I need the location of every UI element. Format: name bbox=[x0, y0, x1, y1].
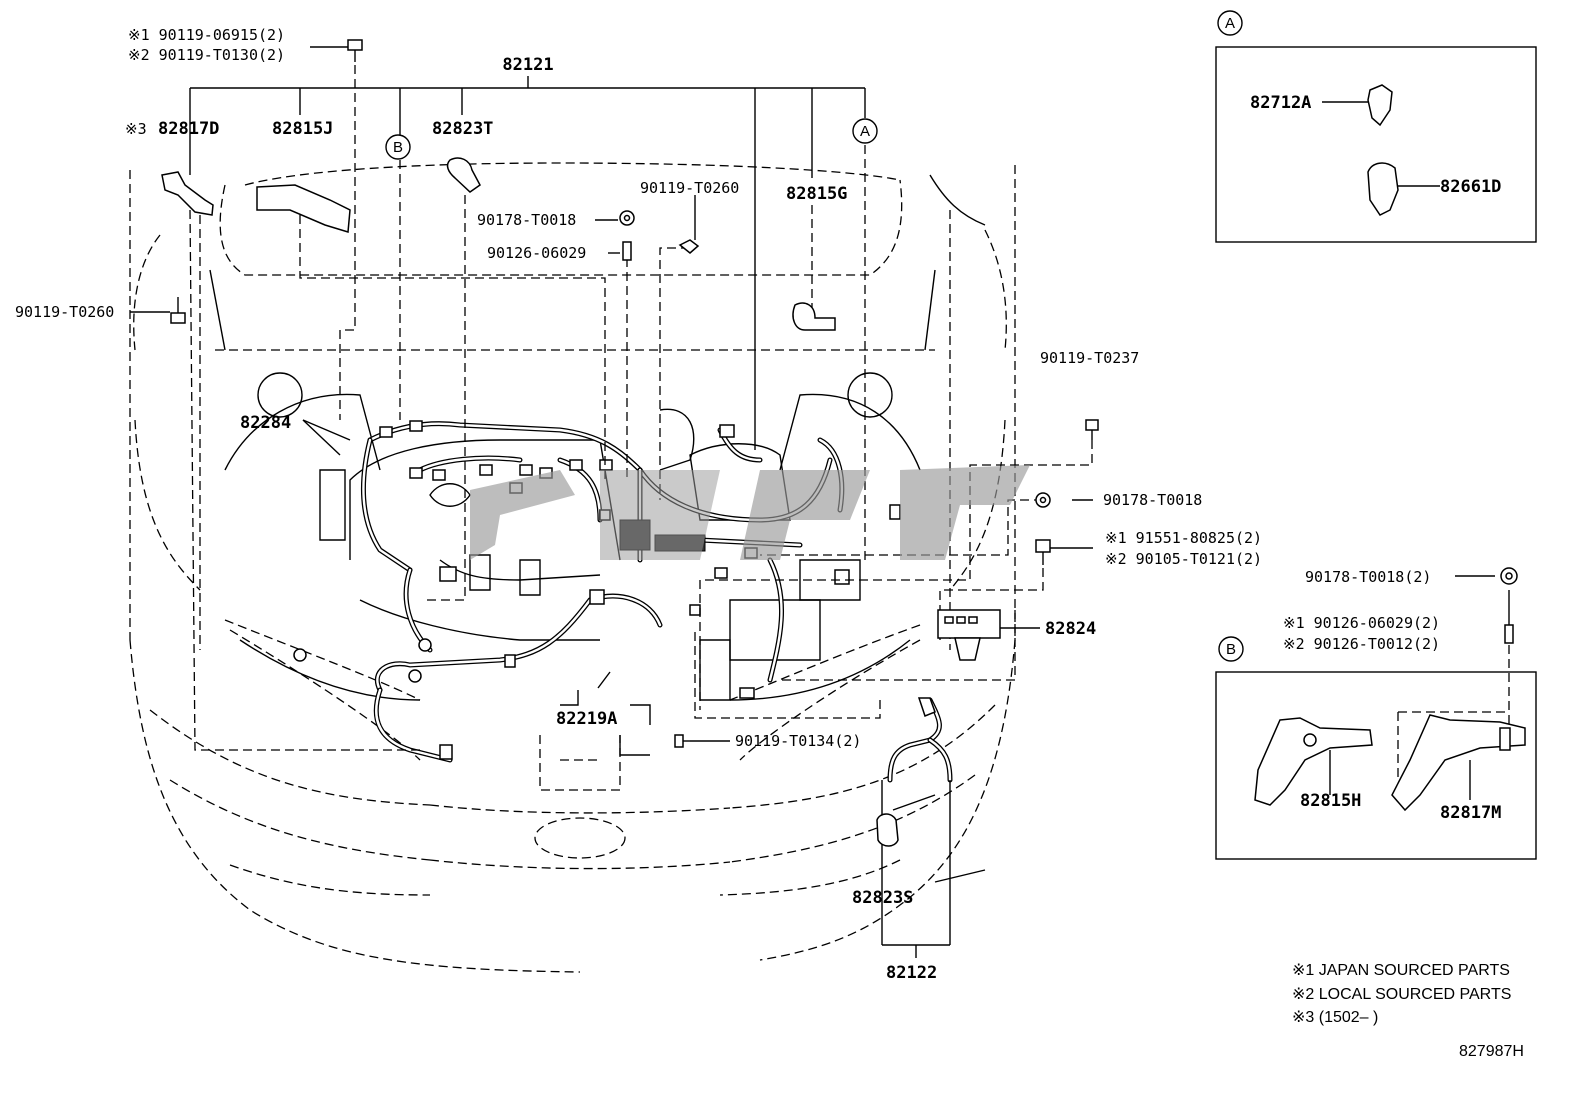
watermark bbox=[470, 465, 1030, 560]
label-82661D: 82661D bbox=[1440, 177, 1501, 197]
figure-id: 827987H bbox=[1459, 1043, 1524, 1060]
label-82815H: 82815H bbox=[1300, 791, 1361, 811]
bolt-mid bbox=[678, 239, 700, 254]
parts bbox=[161, 39, 1099, 847]
label-82817D-mark: ※3 bbox=[125, 120, 147, 138]
bolt-right bbox=[1085, 419, 1099, 440]
label-82284: 82284 bbox=[240, 413, 291, 433]
label-90178-T0018-B: 90178-T0018(2) bbox=[1305, 568, 1431, 586]
legend-notes: ※1 JAPAN SOURCED PARTS ※2 LOCAL SOURCED … bbox=[1292, 962, 1524, 1060]
svg-text:A: A bbox=[860, 123, 870, 140]
bolt-right2 bbox=[1035, 539, 1051, 565]
label-82817M: 82817M bbox=[1440, 803, 1501, 823]
label-82824: 82824 bbox=[1045, 619, 1096, 639]
label-82712A: 82712A bbox=[1250, 93, 1311, 113]
note-japan: ※1 JAPAN SOURCED PARTS bbox=[1292, 962, 1510, 979]
nut-right bbox=[1035, 492, 1051, 508]
harness-82219A bbox=[373, 567, 663, 763]
bolt-top bbox=[347, 39, 363, 62]
harness-82122 bbox=[887, 697, 953, 783]
label-82121: 82121 bbox=[502, 55, 553, 75]
svg-text:A: A bbox=[1225, 15, 1235, 32]
label-90126-T0012-B: ※2 90126-T0012(2) bbox=[1283, 635, 1440, 653]
label-bolt-top-2: ※2 90119-T0130(2) bbox=[128, 46, 285, 64]
label-82122: 82122 bbox=[886, 963, 937, 983]
bolt-left bbox=[170, 297, 186, 324]
label-bolt-top-1: ※1 90119-06915(2) bbox=[128, 26, 285, 44]
label-90126-06029-mid: 90126-06029 bbox=[487, 244, 586, 262]
detail-box-a: A 82712A 82661D bbox=[1215, 10, 1537, 243]
label-90119-T0134: 90119-T0134(2) bbox=[735, 732, 861, 750]
label-90119-T0260-left: 90119-T0260 bbox=[15, 303, 114, 321]
nut-b bbox=[1500, 567, 1518, 585]
nut-mid bbox=[619, 210, 635, 226]
label-91551: ※1 91551-80825(2) bbox=[1105, 529, 1262, 547]
label-90178-T0018-right: 90178-T0018 bbox=[1103, 491, 1202, 509]
leader-lines bbox=[130, 46, 1510, 958]
marker-a: A bbox=[852, 118, 878, 144]
note-local: ※2 LOCAL SOURCED PARTS bbox=[1292, 986, 1511, 1003]
label-90119-T0260-mid: 90119-T0260 bbox=[640, 179, 739, 197]
label-82823T: 82823T bbox=[432, 119, 493, 139]
svg-text:B: B bbox=[1226, 641, 1236, 658]
note-date: ※3 (1502– ) bbox=[1292, 1009, 1378, 1026]
label-90126-06029-B: ※1 90126-06029(2) bbox=[1283, 614, 1440, 632]
label-82815J: 82815J bbox=[272, 119, 333, 139]
label-82823S: 82823S bbox=[852, 888, 913, 908]
label-82817D: 82817D bbox=[158, 119, 219, 139]
label-90119-T0237: 90119-T0237 bbox=[1040, 349, 1139, 367]
bolt-bottom bbox=[674, 734, 690, 748]
detail-box-b: 90178-T0018(2) ※1 90126-06029(2) ※2 9012… bbox=[1215, 567, 1537, 860]
label-90178-T0018-mid: 90178-T0018 bbox=[477, 211, 576, 229]
marker-b: B bbox=[385, 134, 411, 160]
callout-labels: ※1 90119-06915(2) ※2 90119-T0130(2) 8212… bbox=[15, 26, 1262, 983]
label-82219A: 82219A bbox=[556, 709, 617, 729]
stud-mid bbox=[622, 241, 632, 261]
label-90105: ※2 90105-T0121(2) bbox=[1105, 550, 1262, 568]
junction-82824 bbox=[937, 609, 1001, 661]
svg-text:B: B bbox=[393, 139, 403, 156]
engine-bay bbox=[224, 372, 921, 701]
label-82815G: 82815G bbox=[786, 184, 847, 204]
